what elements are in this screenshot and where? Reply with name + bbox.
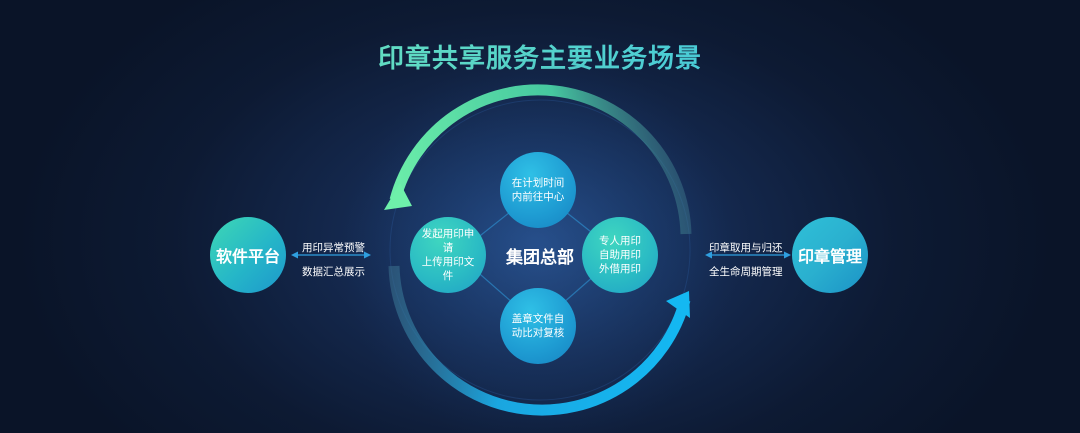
node-right-line-1: 专人用印: [599, 235, 641, 247]
node-top: 在计划时间 内前往中心: [500, 152, 576, 228]
node-right-line-3: 外借用印: [599, 263, 641, 275]
node-right-line-2: 自助用印: [599, 249, 641, 261]
node-left: 发起用印申请 上传用印文件: [410, 217, 486, 293]
arc-bottom: [388, 265, 691, 416]
right-label-1: 印章取用与归还: [709, 242, 783, 254]
right-label-2: 全生命周期管理: [709, 266, 783, 278]
arrowhead-left: [384, 183, 412, 210]
arrowhead-right: [666, 291, 690, 318]
node-left-line-2: 上传用印文件: [421, 256, 475, 282]
hub-label: 集团总部: [506, 248, 574, 268]
right-connector: [705, 251, 791, 259]
inner-ring: [389, 99, 691, 401]
background-glow: [340, 50, 740, 433]
left-label-2: 数据汇总展示: [302, 266, 365, 278]
software-platform-label: 软件平台: [215, 247, 280, 266]
node-top-line-2: 内前往中心: [511, 191, 565, 203]
node-bottom: 盖章文件自 动比对复核: [500, 288, 576, 364]
node-left-line-1: 发起用印申请: [421, 228, 475, 254]
seal-management-label: 印章管理: [797, 247, 862, 266]
node-bottom-line-2: 动比对复核: [511, 327, 565, 339]
right-connector-labels: 印章取用与归还 全生命周期管理: [709, 240, 783, 280]
node-top-line-1: 在计划时间: [511, 177, 565, 189]
left-connector-labels: 用印异常预警 数据汇总展示: [302, 240, 365, 280]
node-bottom-line-1: 盖章文件自: [511, 313, 565, 325]
left-connector: [291, 251, 371, 259]
node-seal-management: 印章管理: [792, 217, 868, 293]
arc-top: [389, 84, 692, 235]
left-label-1: 用印异常预警: [302, 242, 365, 254]
node-right: 专人用印 自助用印 外借用印: [582, 217, 658, 293]
node-software-platform: 软件平台: [210, 217, 286, 293]
